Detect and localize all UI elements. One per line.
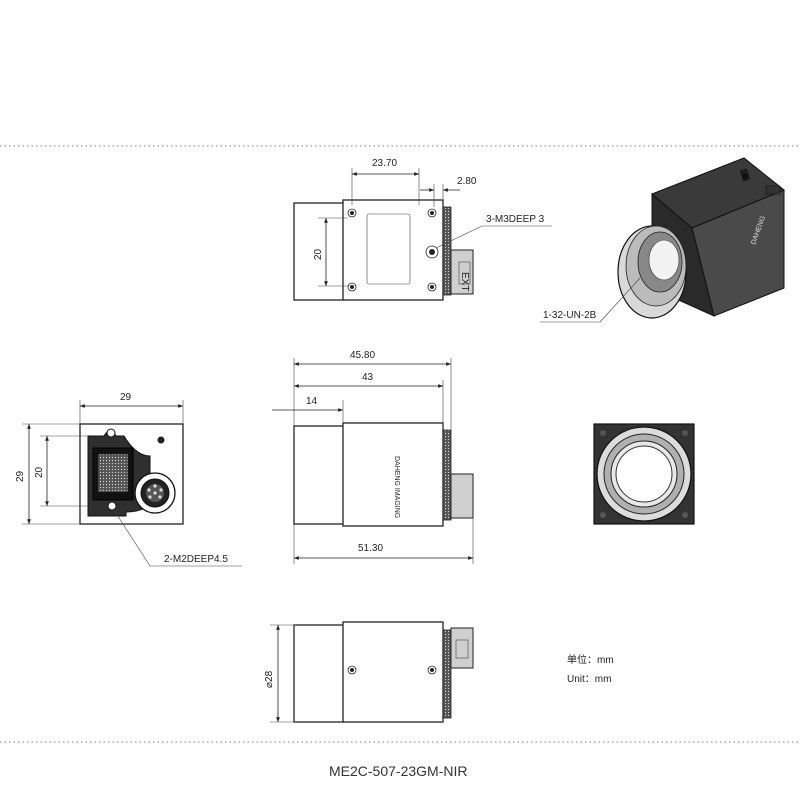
dim-side-overall: 45.80 <box>350 350 375 361</box>
model-name: ME2C-507-23GM-NIR <box>329 763 467 779</box>
label-back-thread: 2-M2DEEP4.5 <box>164 554 228 565</box>
dim-top-offset: 2.80 <box>457 176 477 187</box>
dim-side-lens: 14 <box>306 396 318 407</box>
dim-bottom-diameter: ⌀28 <box>264 670 275 688</box>
top-view: EXT 23.70 2.80 20 3-M3DEEP 3 <box>293 158 552 301</box>
dim-back-width: 29 <box>120 392 132 403</box>
bottom-view: ⌀28 <box>264 621 474 723</box>
unit-en: Unit：mm <box>567 674 611 685</box>
front-view <box>593 423 695 525</box>
unit-cn: 单位：mm <box>567 653 614 666</box>
label-lens-mount: 1-32-UN-2B <box>543 310 597 321</box>
dim-side-body: 43 <box>362 372 374 383</box>
dim-top-height: 20 <box>313 248 324 260</box>
side-view: DAHENG IMAGING 45.80 43 14 51.30 <box>272 350 474 564</box>
dim-side-total: 51.30 <box>358 543 383 554</box>
dim-back-height-inner: 20 <box>34 466 45 478</box>
dim-back-height-outer: 29 <box>15 470 26 482</box>
svg-text:EXT: EXT <box>459 272 470 291</box>
logo-text: DAHENG IMAGING <box>393 456 400 518</box>
dim-top-width: 23.70 <box>372 158 397 169</box>
back-view: 29 29 20 2-M2DEEP4.5 <box>15 392 242 567</box>
iso-view: DAHENG 1-32-UN-2B <box>540 157 785 323</box>
label-thread-hole: 3-M3DEEP 3 <box>486 214 545 225</box>
